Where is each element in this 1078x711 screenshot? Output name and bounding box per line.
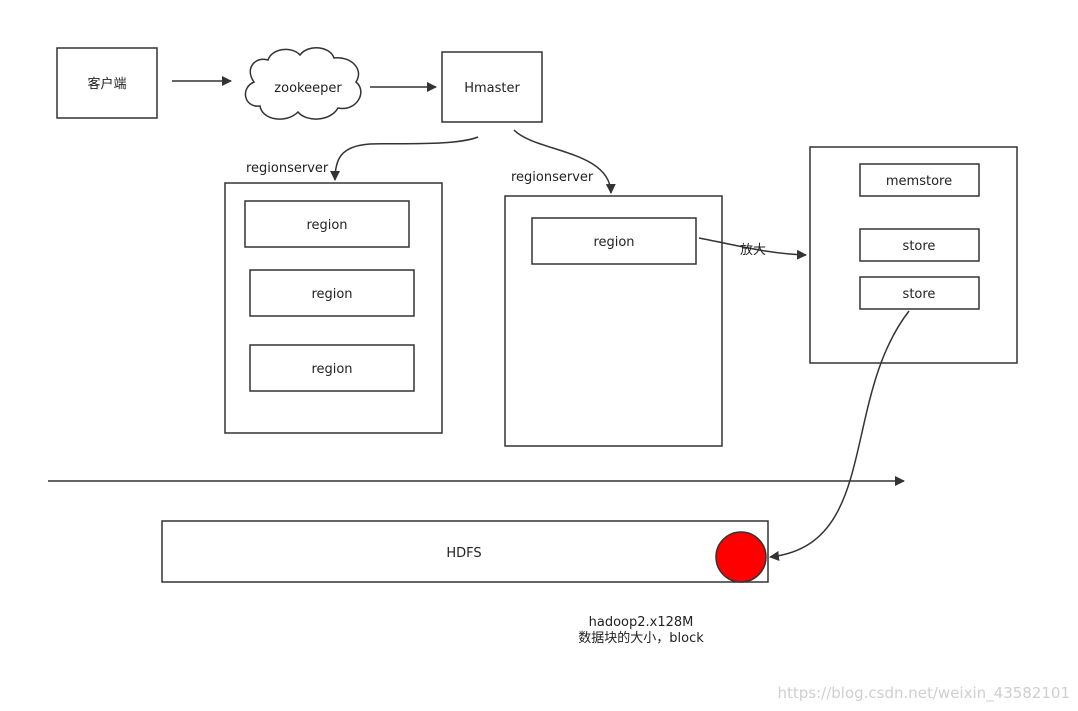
regionserver-left-label: regionserver <box>246 161 329 176</box>
hdfs-node: HDFS <box>161 520 769 583</box>
region-mid: region <box>531 217 697 265</box>
client-label: 客户端 <box>87 76 126 92</box>
region-left-3: region <box>249 344 415 392</box>
watermark: https://blog.csdn.net/weixin_43582101 <box>777 684 1070 703</box>
zookeeper-cloud-shape <box>244 47 362 120</box>
block-size-note-line2: 数据块的大小，block <box>578 630 704 646</box>
region-left-3-label: region <box>311 362 352 377</box>
regionserver-mid-label: regionserver <box>511 170 594 185</box>
hdfs-block-circle <box>715 531 767 583</box>
memstore-label: memstore <box>886 174 952 189</box>
hmaster-node: Hmaster <box>441 51 543 123</box>
client-node: 客户端 <box>56 47 158 119</box>
store-2-label: store <box>903 287 936 302</box>
store-1-label: store <box>903 239 936 254</box>
edge-hmaster-regionserver-left <box>330 136 479 181</box>
zookeeper-label: zookeeper <box>274 81 342 96</box>
store-node-2: store <box>859 276 980 310</box>
edge-region-zoom <box>698 237 807 260</box>
region-mid-label: region <box>593 235 634 250</box>
zoom-label: 放大 <box>740 243 766 258</box>
store-node-1: store <box>859 228 980 262</box>
edge-store-hdfs <box>769 310 910 561</box>
region-left-2-label: region <box>311 287 352 302</box>
regionserver-left: region region region <box>224 182 443 434</box>
block-size-note-line1: hadoop2.x128M <box>589 615 694 630</box>
memstore-node: memstore <box>859 163 980 197</box>
hmaster-label: Hmaster <box>464 81 520 96</box>
region-detail: memstore store store <box>809 146 1018 364</box>
region-left-1: region <box>244 200 410 248</box>
hdfs-label: HDFS <box>446 546 481 561</box>
region-left-1-label: region <box>306 218 347 233</box>
regionserver-mid: region <box>504 195 723 447</box>
edge-hmaster-regionserver-mid <box>513 129 616 194</box>
region-left-2: region <box>249 269 415 317</box>
zookeeper-node: zookeeper <box>244 47 362 120</box>
